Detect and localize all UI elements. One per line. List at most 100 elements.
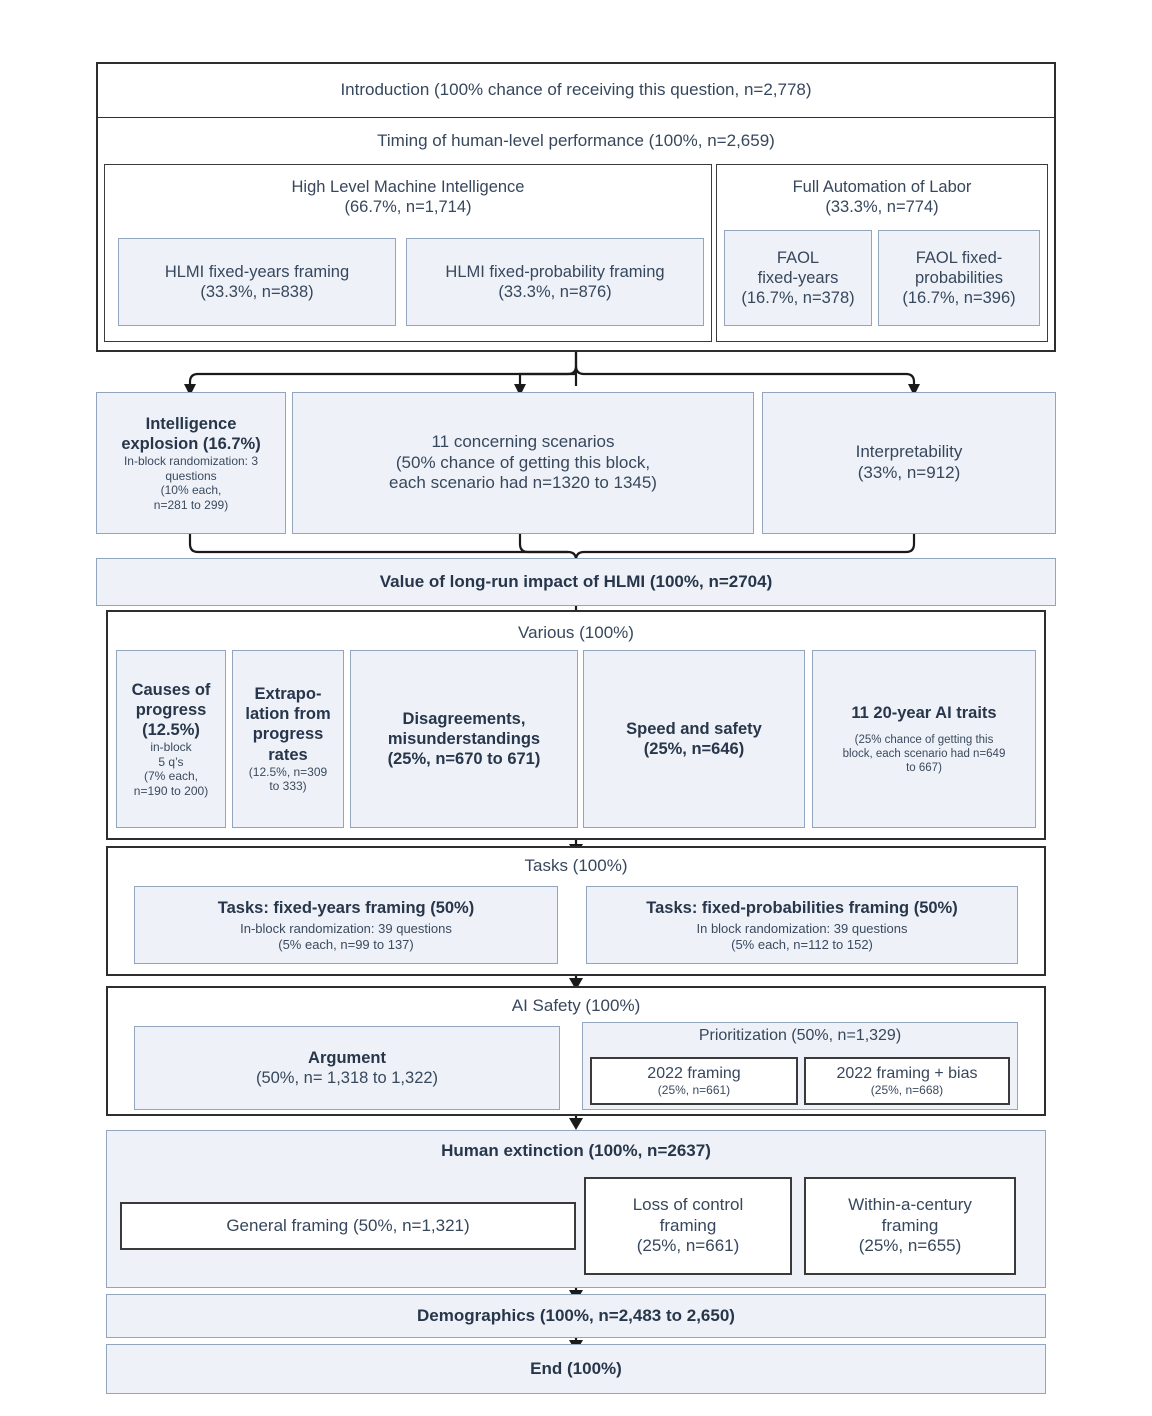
- various-label: Various (100%): [518, 622, 634, 642]
- intelligence-explosion-line1: Intelligence: [145, 414, 237, 433]
- extrapolation-sub1: (12.5%, n=309: [248, 764, 328, 779]
- tasks-fixed-probabilities-box[interactable]: Tasks: fixed-probabilities framing (50%)…: [586, 886, 1018, 964]
- intelligence-explosion-sub3: (10% each,: [160, 483, 222, 498]
- argument-line2: (50%, n= 1,318 to 1,322): [255, 1069, 439, 1087]
- tasks-fy-line1: Tasks: fixed-years framing (50%): [217, 898, 475, 917]
- within-a-century-box[interactable]: Within-a-century framing (25%, n=655): [804, 1177, 1016, 1275]
- faol-title-line2: (33.3%, n=774): [825, 198, 939, 217]
- end-label: End (100%): [530, 1358, 622, 1378]
- faol-fixed-probabilities-box[interactable]: FAOL fixed- probabilities (16.7%, n=396): [878, 230, 1040, 326]
- argument-line1: Argument: [308, 1048, 386, 1067]
- hlmi-title-line1: High Level Machine Intelligence: [291, 178, 525, 196]
- ai-traits-sub3: to 667): [906, 761, 942, 774]
- within-century-line1: Within-a-century: [848, 1194, 972, 1214]
- tasks-fp-sub1: In block randomization: 39 questions: [696, 920, 908, 936]
- ai-traits-sub2: block, each scenario had n=649: [842, 747, 1006, 760]
- disagreements-line1: Disagreements,: [402, 709, 526, 728]
- extrapolation-sub2: to 333): [269, 779, 307, 794]
- faol-fixed-years-box[interactable]: FAOL fixed-years (16.7%, n=378): [724, 230, 872, 326]
- timing-label: Timing of human-level performance (100%,…: [377, 130, 775, 150]
- concerning-scenarios-line2: (50% chance of getting this block,: [395, 452, 651, 472]
- ai-traits-box[interactable]: 11 20-year AI traits (25% chance of gett…: [812, 650, 1036, 828]
- framing-2022-box[interactable]: 2022 framing (25%, n=661): [590, 1057, 798, 1105]
- general-framing-box[interactable]: General framing (50%, n=1,321): [120, 1202, 576, 1250]
- extrapolation-line3: progress: [252, 725, 324, 744]
- causes-sub3: (7% each,: [143, 769, 199, 784]
- tasks-fixed-years-box[interactable]: Tasks: fixed-years framing (50%) In-bloc…: [134, 886, 558, 964]
- interpretability-box[interactable]: Interpretability (33%, n=912): [762, 392, 1056, 534]
- causes-sub4: n=190 to 200): [133, 783, 209, 798]
- causes-line3: (12.5%): [142, 720, 200, 739]
- loss-of-control-line1: Loss of control: [632, 1194, 744, 1214]
- loss-of-control-line3: (25%, n=661): [636, 1236, 740, 1256]
- tasks-header: Tasks (100%): [110, 850, 1042, 882]
- framing-2022-line1: 2022 framing: [647, 1064, 741, 1082]
- ai-safety-header: AI Safety (100%): [110, 990, 1042, 1022]
- end-box[interactable]: End (100%): [106, 1344, 1046, 1394]
- causes-of-progress-box[interactable]: Causes of progress (12.5%) in-block 5 q’…: [116, 650, 226, 828]
- various-header: Various (100%): [110, 614, 1042, 652]
- value-longrun-label: Value of long-run impact of HLMI (100%, …: [379, 571, 773, 591]
- intelligence-explosion-box[interactable]: Intelligence explosion (16.7%) In-block …: [96, 392, 286, 534]
- argument-box[interactable]: Argument (50%, n= 1,318 to 1,322): [134, 1026, 560, 1110]
- faol-title-line1: Full Automation of Labor: [792, 178, 972, 196]
- framing-2022-sub1: (25%, n=661): [657, 1083, 731, 1098]
- timing-header: Timing of human-level performance (100%,…: [98, 118, 1054, 164]
- hlmi-fixed-probability-line2: (33.3%, n=876): [498, 283, 612, 301]
- tasks-fp-line1: Tasks: fixed-probabilities framing (50%): [646, 898, 958, 917]
- faol-fixed-probabilities-line2: probabilities: [914, 268, 1004, 287]
- disagreements-box[interactable]: Disagreements, misunderstandings (25%, n…: [350, 650, 578, 828]
- speed-safety-line1: Speed and safety: [626, 719, 762, 738]
- speed-safety-line2: (25%, n=646): [643, 740, 745, 758]
- hlmi-fixed-years-line2: (33.3%, n=838): [200, 283, 314, 301]
- interpretability-line2: (33%, n=912): [857, 463, 961, 482]
- demographics-box[interactable]: Demographics (100%, n=2,483 to 2,650): [106, 1294, 1046, 1338]
- value-longrun-box[interactable]: Value of long-run impact of HLMI (100%, …: [96, 558, 1056, 606]
- causes-sub1: in-block: [150, 739, 192, 754]
- general-framing-line1: General framing (50%, n=1,321): [226, 1215, 470, 1235]
- framing-2022-bias-sub1: (25%, n=668): [870, 1083, 944, 1098]
- loss-of-control-box[interactable]: Loss of control framing (25%, n=661): [584, 1177, 792, 1275]
- intelligence-explosion-sub1: In-block randomization: 3: [123, 453, 259, 468]
- within-century-line2: framing: [881, 1215, 939, 1235]
- intelligence-explosion-line2: explosion (16.7%): [121, 434, 261, 453]
- extrapolation-line2: lation from: [245, 705, 331, 724]
- extrapolation-line1: Extrapo-: [254, 685, 322, 704]
- ai-safety-label: AI Safety (100%): [511, 995, 641, 1015]
- faol-fixed-years-line3: (16.7%, n=378): [741, 289, 855, 308]
- intelligence-explosion-sub2: questions: [165, 468, 217, 483]
- interpretability-line1: Interpretability: [855, 442, 963, 462]
- ai-traits-line1: 11 20-year AI traits: [851, 704, 997, 723]
- prioritization-label: Prioritization (50%, n=1,329): [698, 1027, 902, 1044]
- tasks-label: Tasks (100%): [524, 855, 628, 875]
- extrapolation-line4: rates: [268, 745, 308, 764]
- hlmi-fixed-probability-box[interactable]: HLMI fixed-probability framing (33.3%, n…: [406, 238, 704, 326]
- causes-line2: progress: [135, 700, 207, 719]
- faol-fixed-probabilities-line1: FAOL fixed-: [915, 248, 1003, 267]
- causes-sub2: 5 q’s: [158, 754, 184, 769]
- tasks-fy-sub2: (5% each, n=99 to 137): [278, 936, 414, 952]
- within-century-line3: (25%, n=655): [858, 1236, 962, 1256]
- tasks-fp-sub2: (5% each, n=112 to 152): [731, 936, 873, 952]
- speed-and-safety-box[interactable]: Speed and safety (25%, n=646): [583, 650, 805, 828]
- hlmi-fixed-years-line1: HLMI fixed-years framing: [164, 262, 350, 281]
- extrapolation-box[interactable]: Extrapo- lation from progress rates (12.…: [232, 650, 344, 828]
- concerning-scenarios-line3: each scenario had n=1320 to 1345): [389, 473, 657, 493]
- loss-of-control-line2: framing: [659, 1215, 717, 1235]
- faol-fixed-years-line1: FAOL: [776, 248, 820, 267]
- hlmi-title-line2: (66.7%, n=1,714): [344, 198, 472, 217]
- faol-fixed-probabilities-line3: (16.7%, n=396): [902, 289, 1016, 308]
- hlmi-fixed-years-box[interactable]: HLMI fixed-years framing (33.3%, n=838): [118, 238, 396, 326]
- introduction-label: Introduction (100% chance of receiving t…: [340, 80, 812, 100]
- disagreements-line2: misunderstandings: [387, 729, 541, 748]
- introduction-header: Introduction (100% chance of receiving t…: [98, 64, 1054, 118]
- ai-traits-sub1: (25% chance of getting this: [854, 733, 994, 746]
- concerning-scenarios-line1: 11 concerning scenarios: [431, 431, 615, 451]
- framing-2022-bias-box[interactable]: 2022 framing + bias (25%, n=668): [804, 1057, 1010, 1105]
- concerning-scenarios-box[interactable]: 11 concerning scenarios (50% chance of g…: [292, 392, 754, 534]
- framing-2022-bias-line1: 2022 framing + bias: [836, 1064, 978, 1082]
- demographics-label: Demographics (100%, n=2,483 to 2,650): [417, 1305, 735, 1325]
- faol-fixed-years-line2: fixed-years: [757, 268, 839, 287]
- disagreements-line3: (25%, n=670 to 671): [387, 750, 541, 769]
